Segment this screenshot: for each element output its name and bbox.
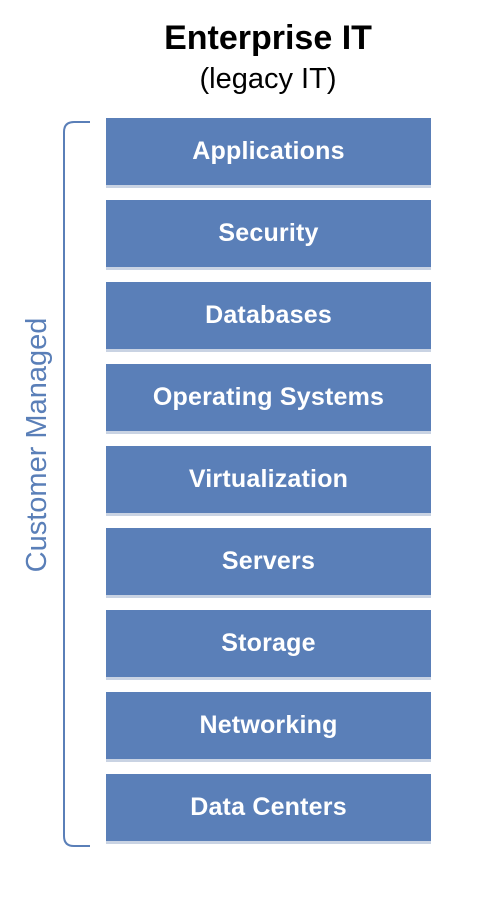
layer-label: Operating Systems <box>152 383 385 411</box>
layer-label: Applications <box>192 137 345 165</box>
layer-virtualization: Virtualization <box>106 446 431 516</box>
layer-label: Databases <box>205 301 332 329</box>
layer-networking: Networking <box>106 692 431 762</box>
layer-label: Virtualization <box>188 465 349 493</box>
diagram-subtitle: (legacy IT) <box>199 63 337 95</box>
layer-label: Servers <box>221 547 316 575</box>
diagram-title: Enterprise IT <box>164 19 372 57</box>
layer-databases: Databases <box>106 282 431 352</box>
layer-label: Storage <box>221 629 316 657</box>
it-stack: Applications Security Databases Operatin… <box>106 118 431 856</box>
layer-label: Security <box>218 219 319 247</box>
layer-servers: Servers <box>106 528 431 598</box>
layer-storage: Storage <box>106 610 431 680</box>
customer-managed-label: Customer Managed <box>21 317 53 573</box>
layer-security: Security <box>106 200 431 270</box>
layer-label: Data Centers <box>190 793 347 821</box>
layer-operating-systems: Operating Systems <box>106 364 431 434</box>
layer-label: Networking <box>199 711 338 739</box>
layer-data-centers: Data Centers <box>106 774 431 844</box>
layer-applications: Applications <box>106 118 431 188</box>
